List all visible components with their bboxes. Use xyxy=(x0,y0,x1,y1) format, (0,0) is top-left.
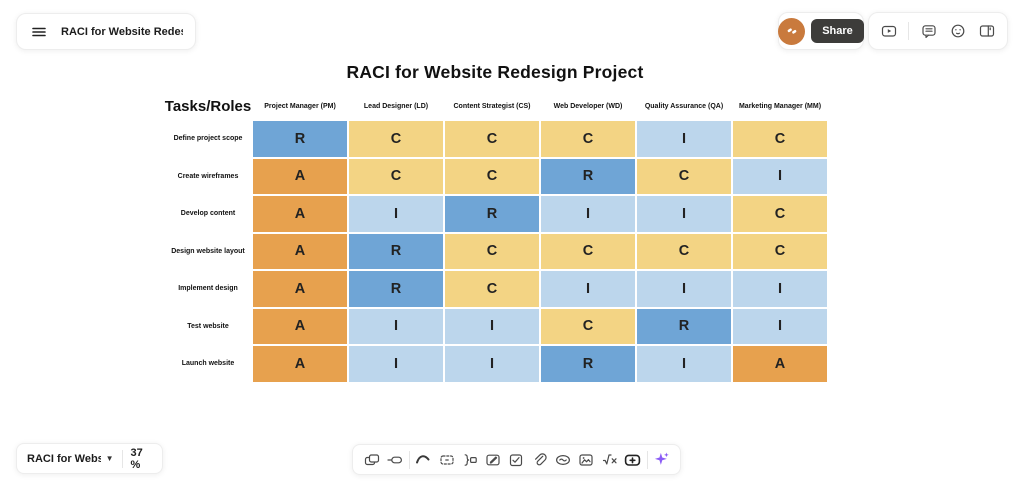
bracket-label-icon[interactable] xyxy=(460,450,479,469)
play-icon[interactable] xyxy=(879,21,899,41)
matrix-cell[interactable]: C xyxy=(445,271,539,307)
matrix-cell[interactable]: C xyxy=(733,121,827,157)
column-header[interactable]: Web Developer (WD) xyxy=(553,102,623,110)
image-icon[interactable] xyxy=(577,450,596,469)
matrix-cell[interactable]: R xyxy=(253,121,347,157)
matrix-cell[interactable]: C xyxy=(349,121,443,157)
matrix-cell[interactable]: I xyxy=(637,121,731,157)
matrix-cell[interactable]: C xyxy=(541,121,635,157)
matrix-cell[interactable]: I xyxy=(349,196,443,232)
chevron-down-icon: ▼ xyxy=(105,454,114,463)
hamburger-menu-icon[interactable] xyxy=(29,22,49,42)
column-header[interactable]: Project Manager (PM) xyxy=(264,102,336,110)
column-header[interactable]: Marketing Manager (MM) xyxy=(738,102,822,110)
user-avatar[interactable] xyxy=(778,17,806,45)
matrix-cell[interactable]: C xyxy=(541,308,635,344)
matrix-cell[interactable]: I xyxy=(733,158,827,194)
divider xyxy=(908,22,910,40)
view-tools-group xyxy=(868,12,1008,50)
share-button[interactable]: Share xyxy=(811,19,864,43)
matrix-cell[interactable]: C xyxy=(445,233,539,269)
raci-grid: Tasks/Roles Project Manager (PM) Lead Desi… xyxy=(165,93,827,382)
divider xyxy=(646,450,648,469)
matrix-cell[interactable]: R xyxy=(637,308,731,344)
board-selector[interactable]: RACI for Webs... ▼ 37 % xyxy=(16,443,163,474)
frames-icon[interactable] xyxy=(362,450,381,469)
curve-icon[interactable] xyxy=(414,450,433,469)
divider xyxy=(121,449,123,468)
matrix-cell[interactable]: I xyxy=(541,271,635,307)
matrix-cell[interactable]: I xyxy=(637,196,731,232)
task-label[interactable]: Design website layout xyxy=(171,247,245,255)
paperclip-icon[interactable] xyxy=(530,450,549,469)
matrix-cell[interactable]: C xyxy=(445,121,539,157)
matrix-cell[interactable]: I xyxy=(349,308,443,344)
matrix-cell[interactable]: C xyxy=(541,233,635,269)
task-label[interactable]: Create wireframes xyxy=(177,172,239,180)
document-card: RACI for Website Redesign Proj... xyxy=(16,13,196,50)
panel-icon[interactable] xyxy=(977,21,997,41)
matrix-cell[interactable]: C xyxy=(349,158,443,194)
matrix-cell[interactable]: I xyxy=(637,346,731,382)
matrix-cell[interactable]: A xyxy=(253,308,347,344)
matrix-cell[interactable]: A xyxy=(253,158,347,194)
divider xyxy=(408,450,410,469)
board-selector-label: RACI for Webs... xyxy=(27,452,101,465)
column-header[interactable]: Quality Assurance (QA) xyxy=(644,102,724,110)
share-group: Share xyxy=(778,12,864,50)
matrix-cell[interactable]: I xyxy=(445,308,539,344)
board-title[interactable]: RACI for Website Redesign Project xyxy=(346,62,644,82)
note-edit-icon[interactable] xyxy=(484,450,503,469)
matrix-cell[interactable]: A xyxy=(733,346,827,382)
formula-icon[interactable] xyxy=(600,450,619,469)
smiley-icon[interactable] xyxy=(948,21,968,41)
zoom-level[interactable]: 37 % xyxy=(130,446,143,471)
matrix-cell[interactable]: C xyxy=(733,233,827,269)
matrix-cell[interactable]: I xyxy=(349,346,443,382)
matrix-cell[interactable]: C xyxy=(637,233,731,269)
matrix-cell[interactable]: C xyxy=(445,158,539,194)
document-title[interactable]: RACI for Website Redesign Proj... xyxy=(61,25,183,38)
task-label[interactable]: Develop content xyxy=(180,210,236,218)
checkbox-icon[interactable] xyxy=(507,450,526,469)
matrix-cell[interactable]: I xyxy=(733,308,827,344)
select-area-icon[interactable] xyxy=(437,450,456,469)
tasks-roles-label[interactable]: Tasks/Roles xyxy=(164,97,252,115)
matrix-cell[interactable]: A xyxy=(253,346,347,382)
ai-sparkle-icon[interactable] xyxy=(652,450,671,469)
task-label[interactable]: Implement design xyxy=(178,285,238,293)
matrix-cell[interactable]: R xyxy=(541,158,635,194)
matrix-cell[interactable]: C xyxy=(637,158,731,194)
column-header[interactable]: Lead Designer (LD) xyxy=(363,102,429,110)
matrix-cell[interactable]: I xyxy=(445,346,539,382)
matrix-cell[interactable]: A xyxy=(253,196,347,232)
matrix-cell[interactable]: C xyxy=(733,196,827,232)
task-label[interactable]: Test website xyxy=(187,322,229,330)
matrix-cell[interactable]: A xyxy=(253,271,347,307)
connector-icon[interactable] xyxy=(385,450,404,469)
task-label[interactable]: Define project scope xyxy=(173,135,243,143)
matrix-cell[interactable]: I xyxy=(541,196,635,232)
task-label[interactable]: Launch website xyxy=(181,360,235,368)
embed-icon[interactable] xyxy=(554,450,573,469)
matrix-cell[interactable]: I xyxy=(637,271,731,307)
matrix-cell[interactable]: R xyxy=(445,196,539,232)
column-header[interactable]: Content Strategist (CS) xyxy=(453,102,531,110)
insert-widget-icon[interactable] xyxy=(623,450,642,469)
comment-icon[interactable] xyxy=(919,21,939,41)
matrix-cell[interactable]: I xyxy=(733,271,827,307)
matrix-cell[interactable]: A xyxy=(253,233,347,269)
matrix-cell[interactable]: R xyxy=(349,271,443,307)
creation-toolbar xyxy=(352,444,681,475)
matrix-cell[interactable]: R xyxy=(349,233,443,269)
matrix-cell[interactable]: R xyxy=(541,346,635,382)
